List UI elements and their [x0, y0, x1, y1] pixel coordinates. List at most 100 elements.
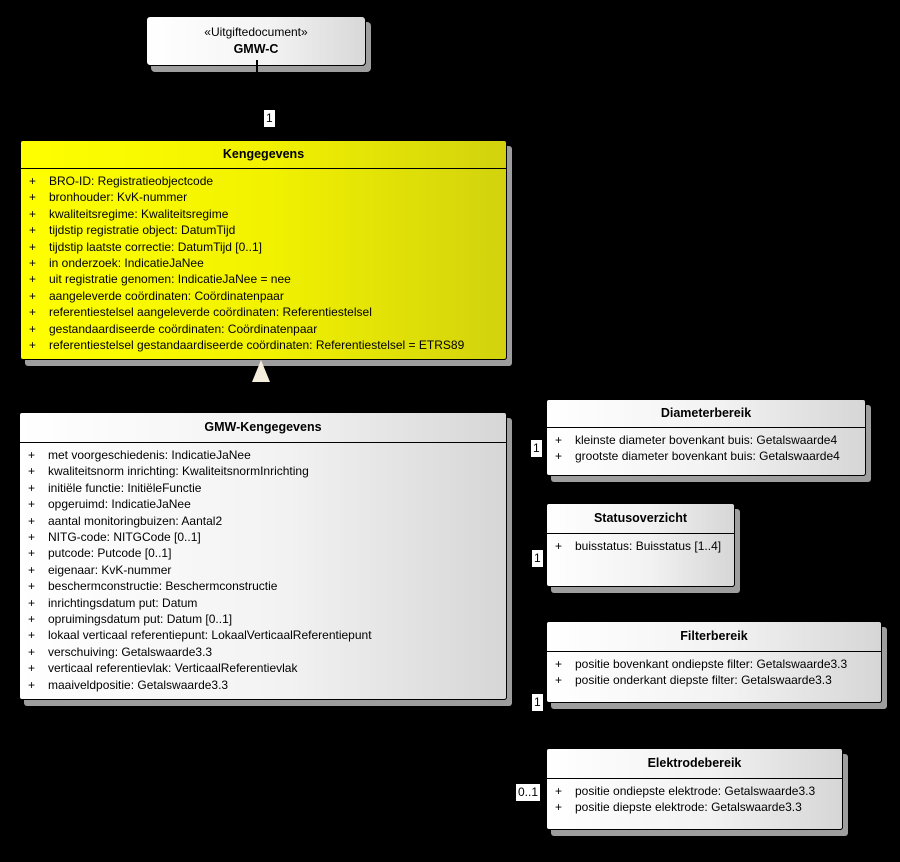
multiplicity-label: 1	[532, 694, 543, 711]
visibility-marker: +	[29, 305, 37, 320]
visibility-marker: +	[29, 321, 37, 336]
visibility-marker: +	[555, 657, 563, 671]
multiplicity-label: 0..1	[516, 784, 541, 801]
attribute-text: referentiestelsel gestandaardiseerde coö…	[49, 338, 465, 353]
attribute-row: + eigenaar: KvK-nummer	[28, 562, 504, 578]
attribute-text: kleinste diameter bovenkant buis: Getals…	[575, 433, 838, 447]
attribute-row: + gestandaardiseerde coördinaten: Coördi…	[29, 321, 504, 337]
attribute-list: + positie bovenkant ondiepste filter: Ge…	[547, 652, 881, 689]
attribute-text: eigenaar: KvK-nummer	[48, 562, 172, 577]
visibility-marker: +	[28, 546, 36, 561]
visibility-marker: +	[28, 628, 36, 643]
attribute-row: + opgeruimd: IndicatieJaNee	[28, 496, 504, 512]
attribute-text: opgeruimd: IndicatieJaNee	[48, 497, 191, 512]
visibility-marker: +	[28, 513, 36, 528]
class-title: Filterbereik	[547, 622, 881, 652]
class-gmw-c[interactable]: «Uitgiftedocument» GMW-C	[146, 16, 366, 66]
attribute-row: + referentiestelsel gestandaardiseerde c…	[29, 337, 504, 353]
class-kengegevens[interactable]: Kengegevens + BRO-ID: Registratieobjectc…	[20, 140, 507, 360]
visibility-marker: +	[28, 661, 36, 676]
attribute-row: + grootste diameter bovenkant buis: Geta…	[555, 448, 863, 464]
attribute-row: + initiële functie: InitiëleFunctie	[28, 480, 504, 496]
attribute-row: + inrichtingsdatum put: Datum	[28, 595, 504, 611]
visibility-marker: +	[555, 539, 563, 553]
attribute-list: + kleinste diameter bovenkant buis: Geta…	[547, 428, 865, 465]
visibility-marker: +	[29, 338, 37, 353]
attribute-list: + BRO-ID: Registratieobjectcode + bronho…	[21, 169, 506, 353]
attribute-text: met voorgeschiedenis: IndicatieJaNee	[48, 448, 251, 462]
class-diameterbereik[interactable]: Diameterbereik + kleinste diameter boven…	[546, 399, 866, 476]
attribute-row: + lokaal verticaal referentiepunt: Lokaa…	[28, 627, 504, 643]
connector-statusoverzicht	[507, 544, 547, 546]
attribute-text: putcode: Putcode [0..1]	[48, 546, 172, 561]
visibility-marker: +	[29, 190, 37, 205]
attribute-row: + referentiestelsel aangeleverde coördin…	[29, 304, 504, 320]
attribute-row: + maaiveldpositie: Getalswaarde3.3	[28, 677, 504, 693]
attribute-row: + NITG-code: NITGCode [0..1]	[28, 529, 504, 545]
visibility-marker: +	[555, 784, 563, 798]
attribute-list: + met voorgeschiedenis: IndicatieJaNee +…	[20, 443, 506, 693]
connector-diameterbereik	[507, 443, 547, 445]
attribute-row: + uit registratie genomen: IndicatieJaNe…	[29, 271, 504, 287]
attribute-row: + putcode: Putcode [0..1]	[28, 545, 504, 561]
attribute-text: BRO-ID: Registratieobjectcode	[49, 174, 214, 188]
visibility-marker: +	[29, 288, 37, 303]
connector-gmwc-kengegevens	[256, 60, 258, 142]
attribute-row: + aantal monitoringbuizen: Aantal2	[28, 513, 504, 529]
attribute-text: lokaal verticaal referentiepunt: LokaalV…	[48, 628, 372, 643]
visibility-marker: +	[28, 448, 36, 462]
class-filterbereik[interactable]: Filterbereik + positie bovenkant ondieps…	[546, 621, 882, 703]
stereotype-label: «Uitgiftedocument»	[204, 25, 308, 39]
class-title: GMW-Kengegevens	[20, 413, 506, 443]
attribute-text: verticaal referentievlak: VerticaalRefer…	[48, 661, 298, 676]
attribute-text: tijdstip registratie object: DatumTijd	[49, 223, 236, 238]
attribute-text: beschermconstructie: Beschermconstructie	[48, 579, 278, 594]
attribute-text: bronhouder: KvK-nummer	[49, 190, 188, 205]
class-gmw-kengegevens[interactable]: GMW-Kengegevens + met voorgeschiedenis: …	[19, 412, 507, 700]
visibility-marker: +	[28, 530, 36, 545]
attribute-text: kwaliteitsnorm inrichting: Kwaliteitsnor…	[48, 464, 309, 479]
visibility-marker: +	[29, 272, 37, 287]
attribute-text: in onderzoek: IndicatieJaNee	[49, 256, 204, 271]
visibility-marker: +	[555, 673, 563, 688]
class-statusoverzicht[interactable]: Statusoverzicht + buisstatus: Buisstatus…	[546, 503, 735, 587]
attribute-row: + bronhouder: KvK-nummer	[29, 189, 504, 205]
multiplicity-label: 1	[531, 440, 542, 457]
attribute-text: positie onderkant diepste filter: Getals…	[575, 673, 832, 688]
attribute-text: initiële functie: InitiëleFunctie	[48, 480, 202, 495]
class-title: GMW-C	[233, 42, 279, 56]
visibility-marker: +	[29, 239, 37, 254]
visibility-marker: +	[29, 256, 37, 271]
generalization-arrowhead-icon	[252, 360, 270, 382]
attribute-row: + kwaliteitsnorm inrichting: Kwaliteitsn…	[28, 463, 504, 479]
visibility-marker: +	[555, 800, 563, 815]
attribute-row: + in onderzoek: IndicatieJaNee	[29, 255, 504, 271]
attribute-text: positie ondiepste elektrode: Getalswaard…	[575, 784, 816, 798]
visibility-marker: +	[29, 174, 37, 188]
visibility-marker: +	[555, 449, 563, 464]
attribute-row: + tijdstip registratie object: DatumTijd	[29, 222, 504, 238]
visibility-marker: +	[555, 433, 563, 447]
connector-elektrodebereik-vertical	[366, 699, 368, 791]
attribute-list: + positie ondiepste elektrode: Getalswaa…	[547, 779, 842, 816]
connector-elektrodebereik-horizontal	[366, 789, 546, 791]
attribute-text: opruimingsdatum put: Datum [0..1]	[48, 612, 233, 627]
attribute-text: uit registratie genomen: IndicatieJaNee …	[49, 272, 291, 287]
visibility-marker: +	[28, 562, 36, 577]
attribute-row: + aangeleverde coördinaten: Coördinatenp…	[29, 288, 504, 304]
attribute-text: maaiveldpositie: Getalswaarde3.3	[48, 677, 229, 692]
attribute-text: aangeleverde coördinaten: Coördinatenpaa…	[49, 288, 284, 303]
attribute-row: + positie bovenkant ondiepste filter: Ge…	[555, 656, 879, 672]
visibility-marker: +	[28, 579, 36, 594]
class-title: Kengegevens	[21, 141, 506, 169]
attribute-row: + positie diepste elektrode: Getalswaard…	[555, 799, 840, 815]
class-title: Diameterbereik	[547, 400, 865, 428]
attribute-text: positie bovenkant ondiepste filter: Geta…	[575, 657, 848, 671]
class-elektrodebereik[interactable]: Elektrodebereik + positie ondiepste elek…	[546, 748, 843, 830]
attribute-row: + positie ondiepste elektrode: Getalswaa…	[555, 783, 840, 799]
attribute-text: grootste diameter bovenkant buis: Getals…	[575, 449, 840, 464]
attribute-row: + buisstatus: Buisstatus [1..4]	[555, 538, 732, 554]
multiplicity-label: 1	[532, 550, 543, 567]
attribute-text: positie diepste elektrode: Getalswaarde3…	[575, 800, 802, 815]
